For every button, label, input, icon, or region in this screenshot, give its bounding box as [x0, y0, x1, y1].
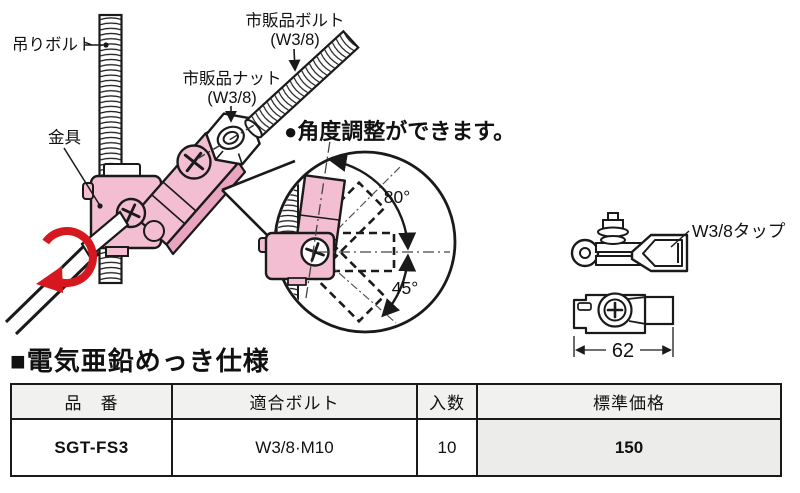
table-header-row: 品 番 適合ボルト 入数 標準価格 [10, 383, 782, 420]
label-angle-80: 80° [384, 187, 410, 207]
arm-screw-icon [176, 144, 212, 180]
callout-tail [222, 161, 295, 236]
col-header-bolt: 適合ボルト [171, 383, 418, 420]
label-bolt-line2: (W3/8) [270, 31, 320, 49]
label-hanging-bolt: 吊りボルト [12, 35, 95, 54]
dimension-value: 62 [612, 340, 634, 362]
commercial-bolt [244, 29, 360, 139]
label-angle-45: 45° [392, 278, 418, 298]
label-nut-line1: 市販品ナット [183, 69, 282, 88]
col-header-price: 標準価格 [476, 383, 782, 420]
cell-bolt: W3/8·M10 [171, 418, 418, 477]
angle-detail-circle: 80° 45° [221, 133, 457, 334]
callout-labels: 吊りボルト 金具 市販品ナット (W3/8) 市販品ボルト (W3/8) ●角度… [12, 11, 515, 209]
bolt-axis-line [196, 123, 257, 160]
col-header-qty: 入数 [416, 383, 478, 420]
side-view-drawing: W3/8タップ [570, 212, 786, 273]
label-bolt-line1: 市販品ボルト [246, 11, 345, 30]
rotate-arrow-icon [36, 227, 97, 293]
col-header-model: 品 番 [10, 383, 173, 420]
arc-80 [328, 154, 417, 251]
section-title: ■電気亜鉛めっき仕様 [10, 346, 270, 376]
label-nut-line2: (W3/8) [207, 89, 257, 107]
arc-45 [381, 253, 417, 318]
cell-model: SGT-FS3 [10, 418, 173, 477]
dimension-62: 62 [573, 327, 674, 362]
feature-note: ●角度調整ができます。 [284, 119, 515, 144]
leader-dot [97, 203, 103, 209]
top-view-drawing: 62 [572, 292, 675, 362]
table-row: SGT-FS3 W3/8·M10 10 150 [10, 418, 782, 477]
label-fitting: 金具 [48, 128, 81, 147]
cell-qty: 10 [416, 418, 478, 477]
arm-axis-line [305, 133, 332, 299]
spec-table: 品 番 適合ボルト 入数 標準価格 SGT-FS3 W3/8·M10 10 15… [10, 383, 782, 477]
label-tap: W3/8タップ [692, 221, 786, 241]
leader-dot [103, 42, 109, 48]
main-illustration [4, 13, 360, 336]
cell-price: 150 [476, 418, 782, 477]
